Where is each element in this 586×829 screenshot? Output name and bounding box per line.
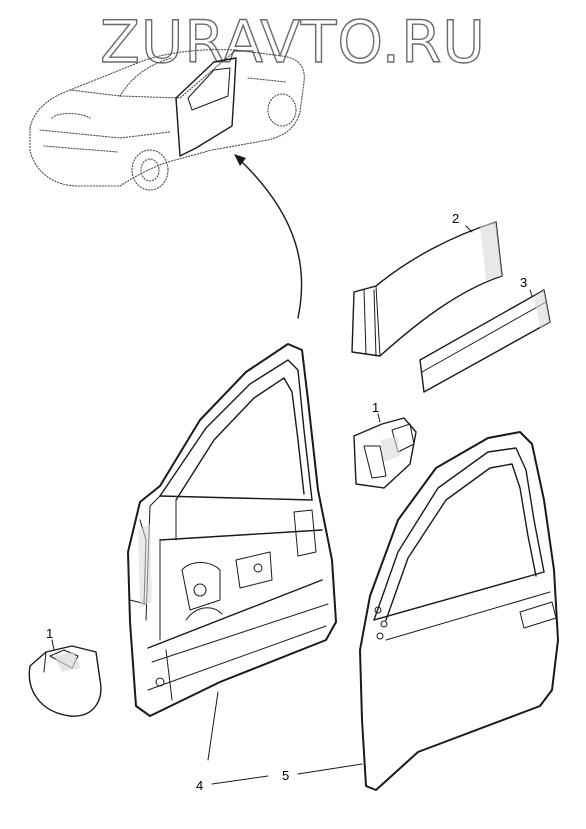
- door-outer-skin: [359, 431, 559, 791]
- door-inner-frame: [127, 343, 337, 717]
- leader-1b: [377, 413, 381, 423]
- leader-1a: [51, 639, 55, 651]
- leader-3: [529, 289, 533, 297]
- leader-2: [465, 225, 473, 233]
- leader-5: [297, 763, 363, 775]
- watermark-text: ZURAVTO.RU: [100, 8, 486, 76]
- strip-moulding: [419, 289, 551, 393]
- callout-1-upper: 1: [372, 400, 379, 415]
- callout-2: 2: [452, 211, 459, 226]
- leader-4-5: [211, 775, 269, 785]
- assembly-arrow: [234, 154, 303, 319]
- callout-5: 5: [282, 768, 289, 783]
- curved-trim-panel: [351, 221, 503, 357]
- callout-4: 4: [196, 778, 203, 793]
- leader-4: [207, 691, 219, 761]
- callout-3: 3: [520, 275, 527, 290]
- door-check-bracket-upper: [353, 417, 417, 489]
- callout-1-lower: 1: [46, 626, 53, 641]
- door-check-bracket-lower: [28, 645, 102, 717]
- car-outline: [29, 49, 305, 191]
